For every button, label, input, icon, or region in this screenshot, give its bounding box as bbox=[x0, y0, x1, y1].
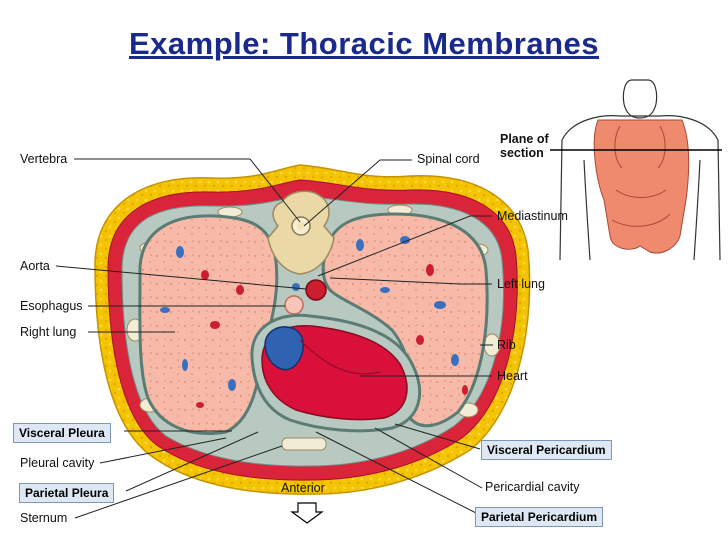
sternum-shape bbox=[281, 437, 327, 451]
label-plane-of-section-line1: Plane of bbox=[500, 132, 549, 146]
torso-plane-illustration bbox=[550, 79, 722, 261]
label-esophagus: Esophagus bbox=[20, 299, 83, 313]
box-visceral-pleura: Visceral Pleura bbox=[13, 423, 111, 443]
vertebra-shape bbox=[267, 190, 335, 275]
heart-shape bbox=[250, 313, 422, 433]
label-left-lung: Left lung bbox=[497, 277, 545, 291]
label-anterior: Anterior bbox=[281, 481, 325, 495]
label-vertebra: Vertebra bbox=[20, 152, 68, 166]
esophagus-shape bbox=[284, 295, 304, 315]
leader-lines bbox=[55, 158, 493, 519]
box-parietal-pericardium: Parietal Pericardium bbox=[475, 507, 604, 527]
label-rib: Rib bbox=[497, 338, 516, 352]
label-right-lung: Right lung bbox=[20, 325, 77, 339]
label-pleural-cavity: Pleural cavity bbox=[20, 456, 95, 470]
lung-blood-vessels bbox=[160, 236, 468, 408]
label-spinal-cord: Spinal cord bbox=[417, 152, 480, 166]
label-aorta: Aorta bbox=[20, 259, 50, 273]
label-heart: Heart bbox=[497, 369, 528, 383]
label-sternum: Sternum bbox=[20, 511, 68, 525]
label-plane-of-section-line2: section bbox=[500, 146, 544, 160]
anterior-arrow-icon bbox=[290, 502, 324, 524]
page-title: Example: Thoracic Membranes bbox=[128, 26, 600, 61]
aorta-shape bbox=[305, 279, 327, 301]
box-visceral-pericardium: Visceral Pericardium bbox=[481, 440, 612, 460]
box-parietal-pleura: Parietal Pleura bbox=[19, 483, 115, 503]
label-pericardial-cavity: Pericardial cavity bbox=[485, 480, 580, 494]
left-lung-shape bbox=[321, 212, 489, 428]
vein-shape bbox=[292, 283, 300, 291]
label-mediastinum: Mediastinum bbox=[497, 209, 568, 223]
